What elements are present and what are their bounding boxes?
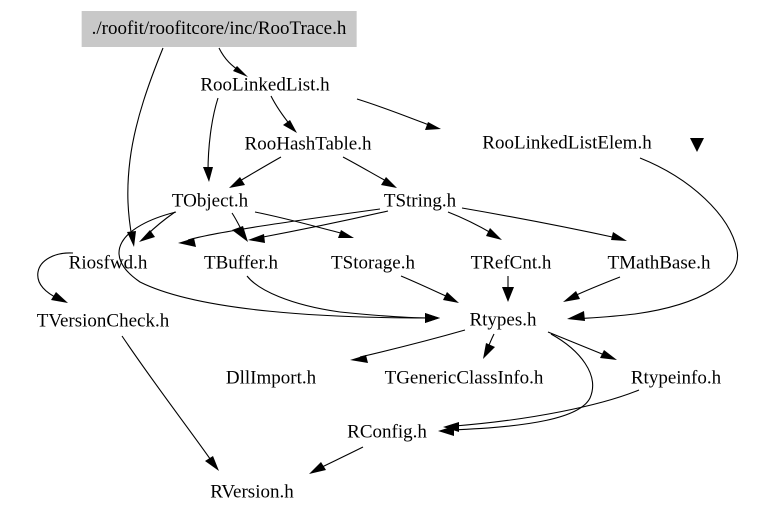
node-t-object[interactable]: TObject.h	[171, 190, 249, 212]
edge-tstring-to-trefcnt	[447, 211, 502, 240]
edge-tobject-to-tbuffer	[231, 212, 248, 242]
edge-rtypes-to-rtypeinfo	[547, 331, 617, 360]
edge-rtypes-to-tgenericclassinfo	[483, 333, 495, 359]
node-r-version[interactable]: RVersion.h	[210, 481, 294, 503]
node-roo-hash-table[interactable]: RooHashTable.h	[244, 133, 372, 155]
node-rtypes[interactable]: Rtypes.h	[469, 309, 537, 331]
edge-roolinkedlist-to-roohashtable	[270, 95, 297, 133]
node-rtypeinfo[interactable]: Rtypeinfo.h	[630, 367, 722, 389]
edge-tstring-to-riosfwd	[178, 208, 381, 247]
edge-root-to-riosfwd	[127, 47, 164, 247]
edge-root-to-roolinkedlist	[218, 47, 248, 77]
edge-tbuffer-to-rtypes	[246, 275, 440, 323]
edge-riosfwd-to-tversioncheck	[37, 252, 74, 303]
node-riosfwd[interactable]: Riosfwd.h	[68, 252, 148, 274]
edge-trefcnt-to-rtypes	[502, 276, 514, 302]
node-t-math-base[interactable]: TMathBase.h	[607, 252, 711, 274]
node-roo-linked-list[interactable]: RooLinkedList.h	[200, 74, 330, 96]
node-r-config[interactable]: RConfig.h	[347, 421, 427, 443]
edge-tstring-to-tmathbase	[461, 207, 627, 241]
edge-roolinkedlistelem-to-rtypes	[567, 157, 739, 321]
edge-rtypeinfo-to-rconfig	[443, 389, 640, 432]
edge-tobject-to-tstorage	[254, 211, 354, 238]
node-t-buffer[interactable]: TBuffer.h	[203, 252, 279, 274]
edge-tstorage-to-rtypes	[400, 275, 459, 303]
node-t-string[interactable]: TString.h	[383, 190, 457, 212]
node-roo-linked-list-elem[interactable]: RooLinkedListElem.h	[482, 132, 652, 154]
edge-rtypes-to-dllimport	[350, 329, 466, 363]
node-t-storage[interactable]: TStorage.h	[331, 252, 415, 274]
edge-roolinkedlist-to-roolinkedlistelem	[356, 98, 441, 130]
edge-tstring-to-tbuffer	[248, 210, 389, 243]
node-t-version-check[interactable]: TVersionCheck.h	[36, 310, 170, 332]
edge-tversioncheck-to-rversion	[121, 335, 219, 471]
node-dll-import[interactable]: DllImport.h	[225, 367, 317, 389]
edge-roolinkedlist-to-tobject	[203, 97, 219, 182]
arrow-marker-roolinkedlistelem	[690, 138, 704, 152]
node-t-generic-class-info[interactable]: TGenericClassInfo.h	[384, 367, 544, 389]
edge-tmathbase-to-rtypes	[563, 276, 621, 302]
edge-roohashtable-to-tstring	[342, 156, 397, 188]
node-t-ref-cnt[interactable]: TRefCnt.h	[470, 252, 552, 274]
edge-roohashtable-to-tobject	[229, 156, 282, 188]
node-roo-trace-root[interactable]: ./roofit/roofitcore/inc/RooTrace.h	[81, 11, 357, 47]
edge-tobject-to-riosfwd	[139, 211, 176, 242]
edge-rconfig-to-rversion	[309, 446, 364, 474]
